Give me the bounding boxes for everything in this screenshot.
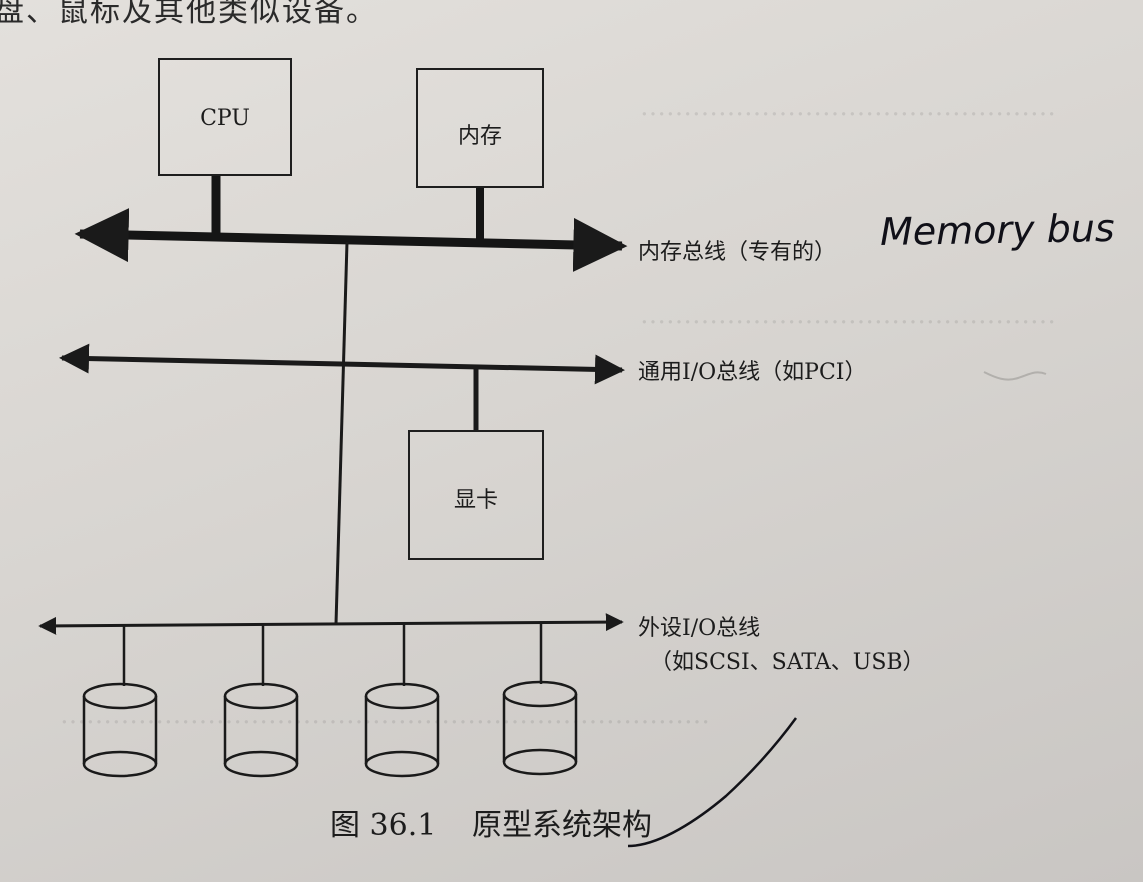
- peripheral-bus-examples: （如SCSI、SATA、USB）: [650, 650, 925, 675]
- memory-box: 内存: [416, 68, 544, 188]
- figure-title: 原型系统架构: [472, 808, 652, 843]
- cpu-box: CPU: [158, 58, 292, 176]
- graphics-card-box: 显卡: [408, 430, 544, 560]
- disk-icon: [82, 682, 158, 778]
- graphics-card-label: 显卡: [453, 488, 498, 513]
- handwritten-note: Memory bus: [879, 205, 1115, 255]
- disk-icon: [223, 682, 299, 778]
- pen-stroke: [627, 717, 798, 848]
- pen-stroke: [983, 371, 1047, 381]
- cpu-label: CPU: [200, 106, 250, 131]
- disk-icon: [364, 682, 440, 778]
- io-bus-label: 通用I/O总线（如PCI）: [638, 360, 867, 385]
- background-text: …………………………………………: [640, 300, 1056, 330]
- peripheral-bus-line: [38, 613, 624, 635]
- page-top-text: 盘、鼠标及其他类似设备。: [0, 0, 378, 29]
- memory-label: 内存: [457, 124, 502, 149]
- peripheral-bus-label: 外设I/O总线: [638, 616, 761, 641]
- memory-bus-line: [74, 208, 628, 272]
- background-text: …………………………………………………………………: [60, 700, 710, 730]
- bridge-trunk: [334, 241, 349, 625]
- figure-number: 图 36.1: [330, 808, 437, 843]
- background-text: …………………………………………: [640, 92, 1056, 122]
- memory-bus-label: 内存总线（专有的）: [638, 240, 837, 265]
- disk-icon: [502, 680, 578, 776]
